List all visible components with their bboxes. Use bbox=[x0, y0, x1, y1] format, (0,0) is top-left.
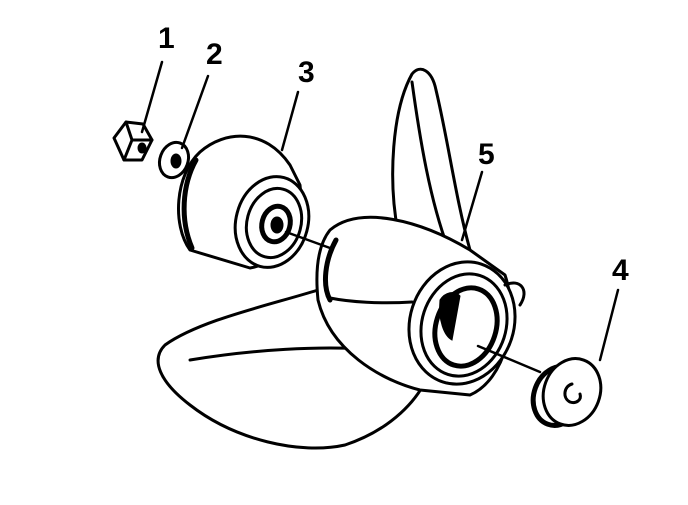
nut-bore bbox=[137, 142, 147, 154]
callout-5: 5 bbox=[478, 138, 495, 171]
hub-rear-inner-ring bbox=[432, 285, 500, 369]
part-5-propeller bbox=[156, 67, 526, 450]
leader-1 bbox=[140, 60, 164, 134]
rear-washer-hole-mark bbox=[563, 382, 582, 404]
rear-washer-face bbox=[541, 357, 603, 427]
hub-rear-lip bbox=[503, 281, 526, 307]
spacer-bore bbox=[270, 216, 284, 234]
propeller-top-blade bbox=[391, 67, 472, 252]
top-blade-edge-line bbox=[410, 80, 450, 250]
callout-3: 3 bbox=[298, 56, 315, 89]
spacer-face-inner bbox=[259, 203, 293, 245]
leader-5 bbox=[460, 170, 484, 242]
nut-face-line bbox=[122, 120, 154, 162]
washer-hole bbox=[170, 153, 182, 169]
hub-front-shadow bbox=[323, 237, 339, 303]
leader-4 bbox=[598, 288, 620, 362]
leader-2 bbox=[180, 74, 210, 150]
shaft-axis-line bbox=[284, 230, 542, 374]
part-1-nut bbox=[112, 120, 154, 162]
hub-bore-shadow bbox=[439, 292, 461, 341]
callout-1: 1 bbox=[158, 22, 175, 55]
hub-rear-middle-ring bbox=[419, 272, 509, 378]
part-2-washer bbox=[157, 140, 191, 180]
callout-4: 4 bbox=[612, 254, 629, 287]
spacer-left-shadow bbox=[181, 157, 199, 251]
leader-3 bbox=[280, 90, 300, 152]
part-4-rear-washer bbox=[530, 357, 603, 428]
hub-shoulder-line bbox=[328, 296, 414, 305]
part-3-spacer bbox=[177, 134, 311, 270]
callout-2: 2 bbox=[206, 38, 223, 71]
spacer-face-mid bbox=[244, 186, 304, 260]
